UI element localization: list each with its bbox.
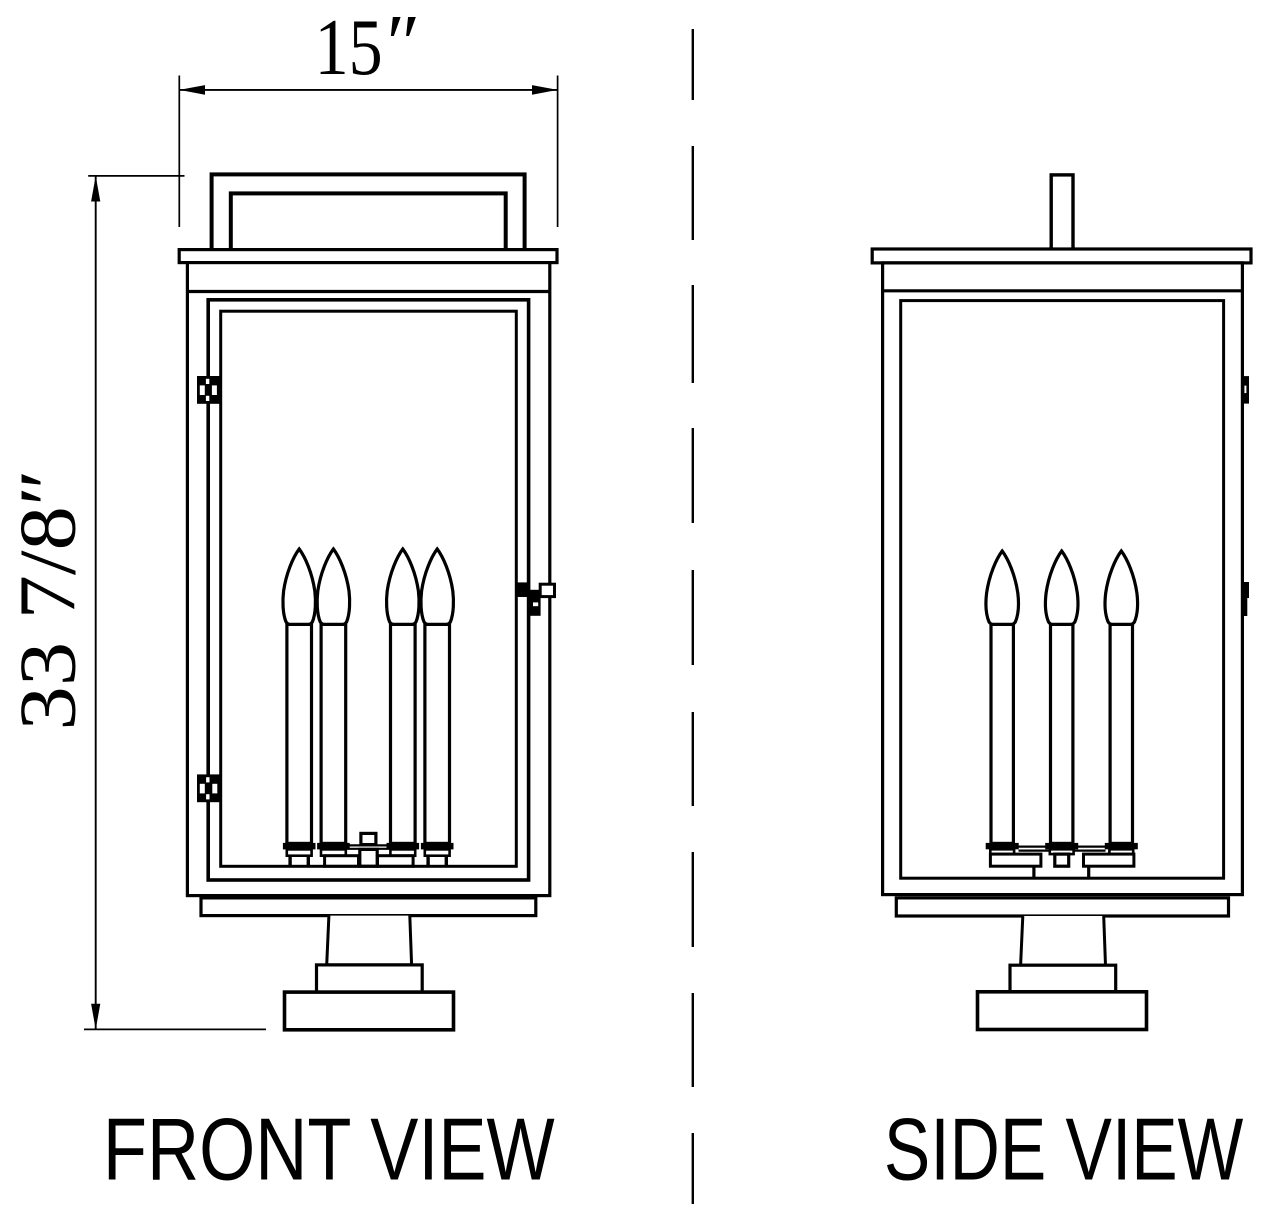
svg-text:15: 15: [315, 3, 383, 93]
svg-text:FRONT VIEW: FRONT VIEW: [103, 1101, 555, 1199]
svg-text:SIDE VIEW: SIDE VIEW: [884, 1100, 1243, 1199]
svg-text:33 7/8″: 33 7/8″: [3, 469, 93, 730]
svg-text:″: ″: [387, 0, 421, 88]
